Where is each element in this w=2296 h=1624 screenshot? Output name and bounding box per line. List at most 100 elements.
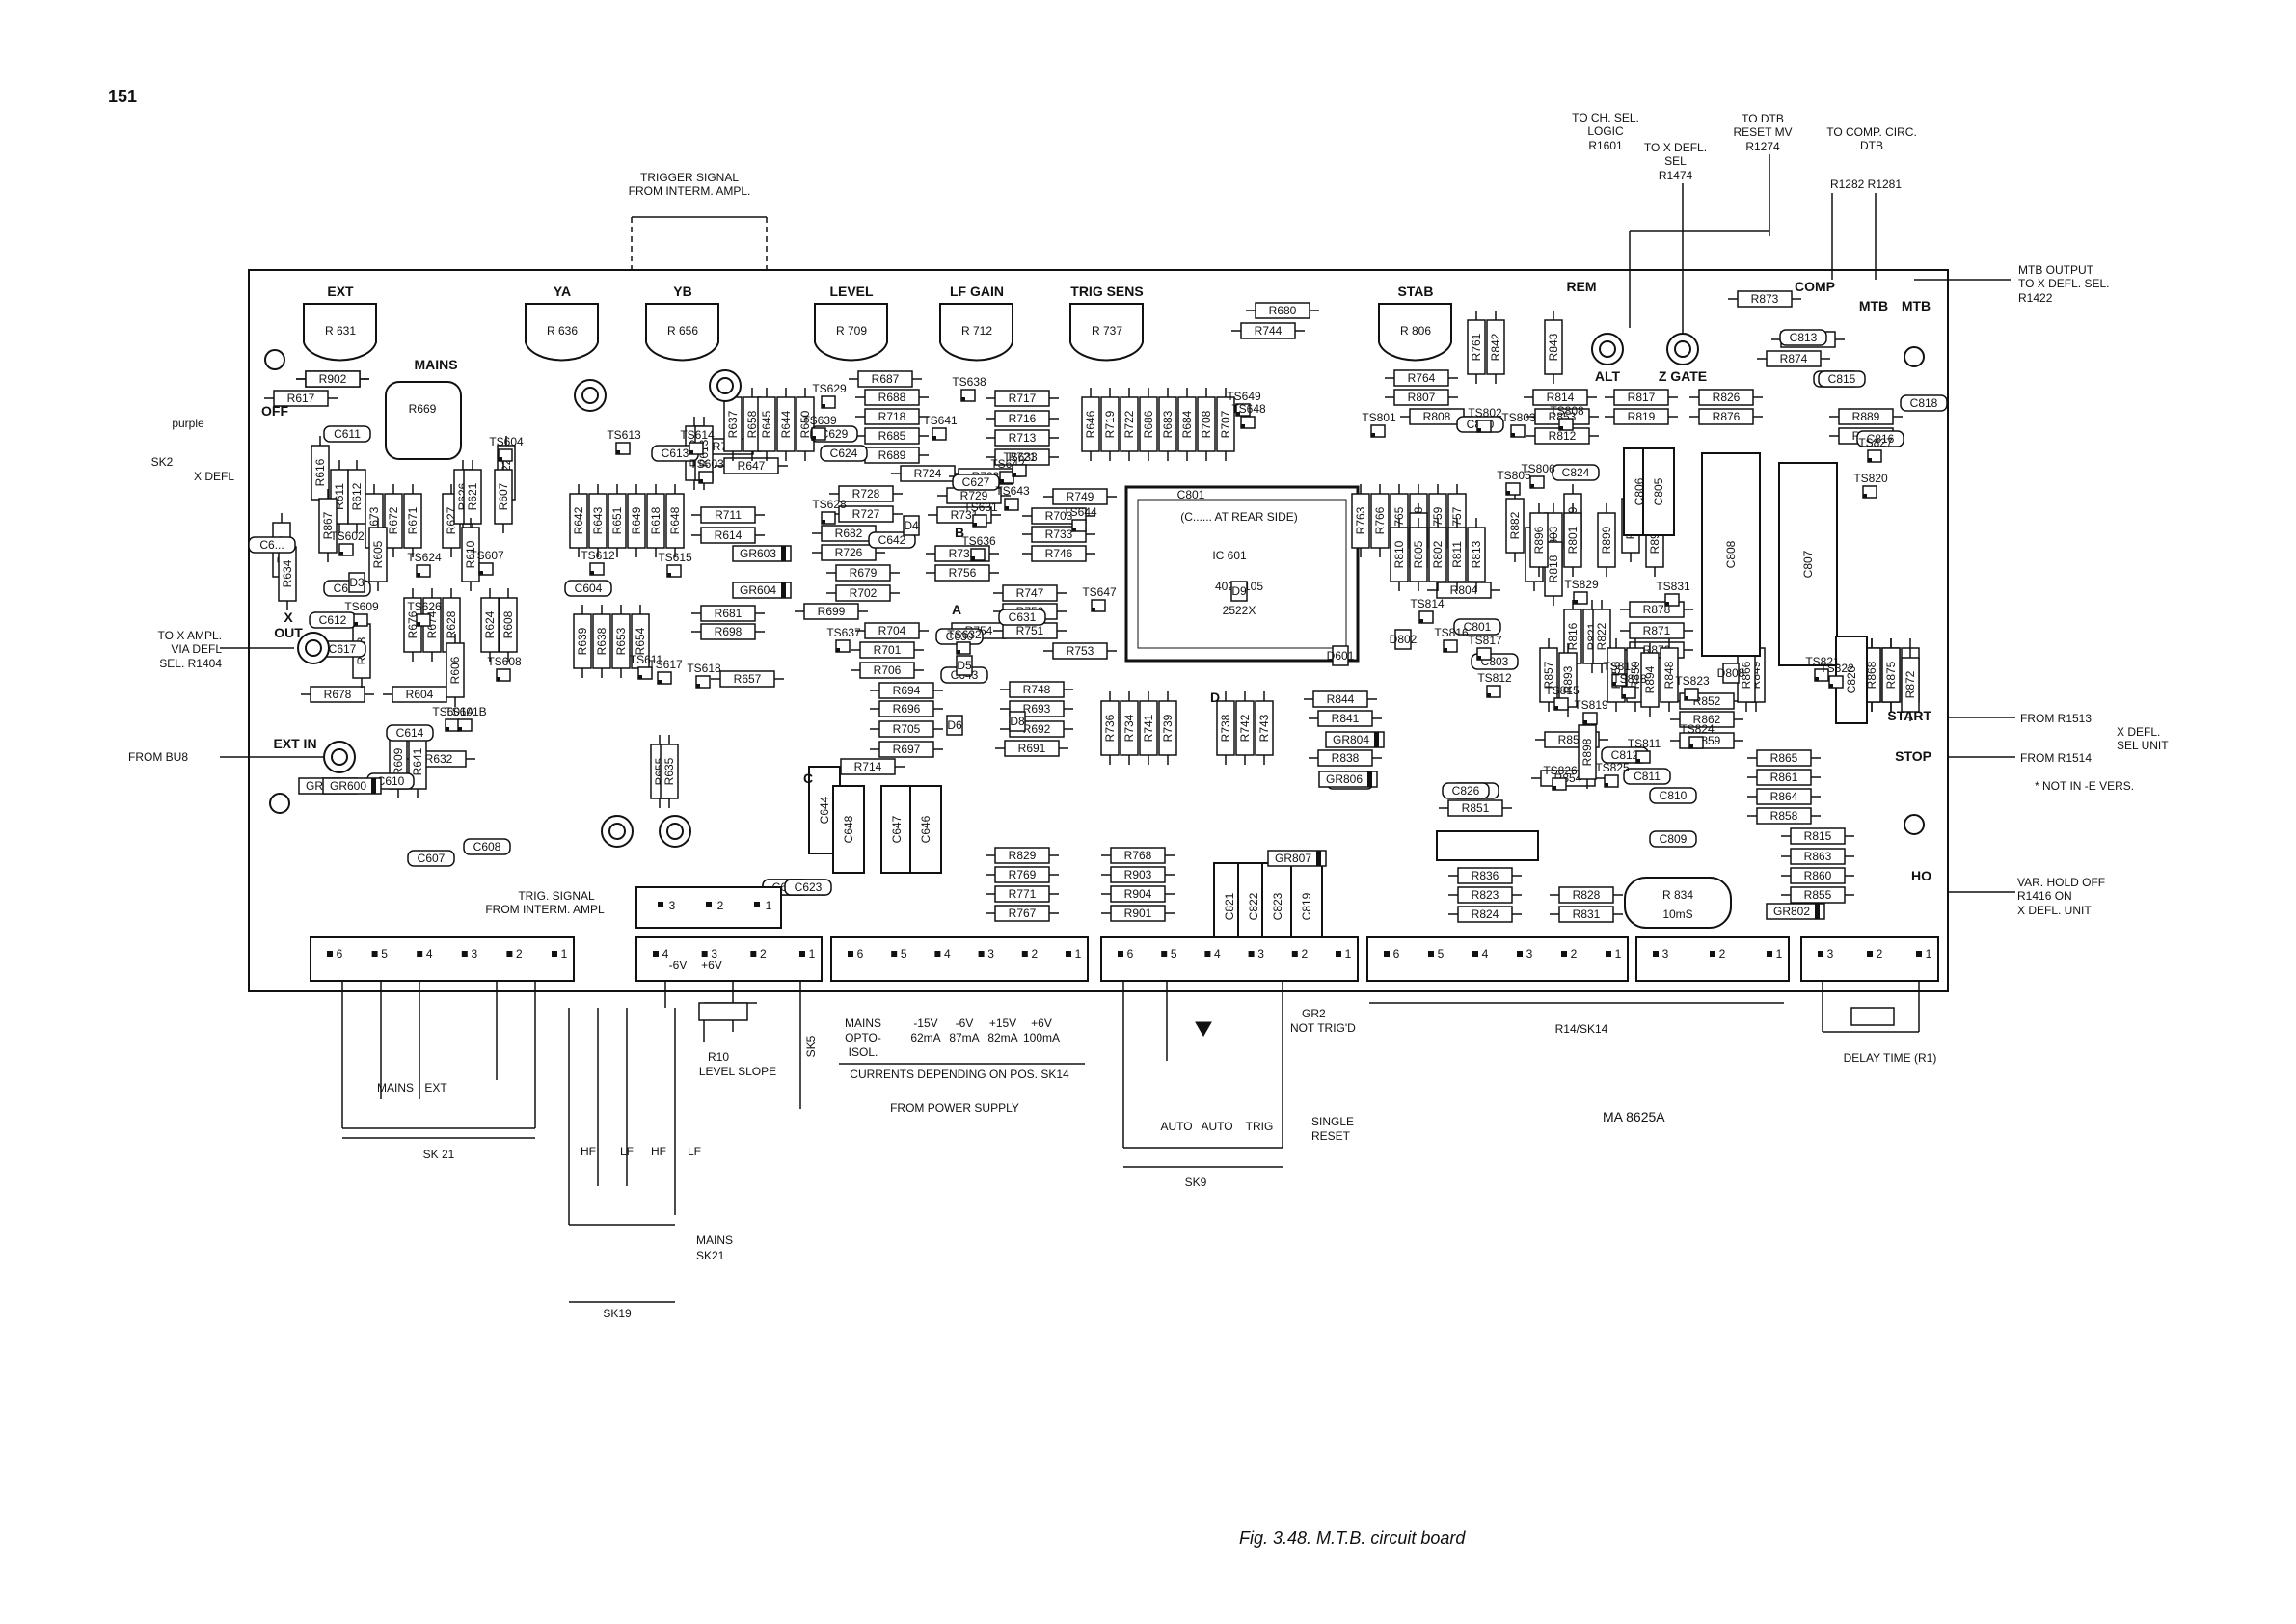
resistor-v-label-46: R686 <box>1142 410 1155 438</box>
capacitor-26 <box>909 785 942 874</box>
diode-band <box>1374 732 1379 747</box>
off-label: OFF <box>261 403 288 419</box>
transistor-label-43: TS812 <box>1477 671 1512 685</box>
transistor-label-10: TS613 <box>607 428 641 442</box>
resistor-h-label-11: R728 <box>852 487 880 501</box>
resistor-v-label-50: R707 <box>1219 410 1232 438</box>
supply-voltage-0: -15V <box>913 1016 937 1030</box>
transistor-marker <box>1636 759 1640 763</box>
ya-socket-top-inner <box>581 387 599 404</box>
r834-label: R 834 <box>1662 888 1693 902</box>
resistor-v-label-39: R658 <box>745 410 759 438</box>
connector-2-pin-2: 2 <box>1031 947 1038 961</box>
transistor-marker <box>1236 412 1240 416</box>
transistor-label-23: TS643 <box>995 484 1030 498</box>
to-ch-sel-line-3: R1601 <box>1588 138 1623 152</box>
connector-pin <box>1248 951 1255 957</box>
resistor-v-label-24: R642 <box>572 506 585 534</box>
resistor-h-label-92: R855 <box>1804 888 1832 902</box>
transistor-marker <box>1487 693 1491 697</box>
diode-17 <box>1722 663 1740 684</box>
resistor-h-label-66: R812 <box>1549 429 1577 443</box>
diode-label-14: D9 <box>1231 584 1247 598</box>
resistor-h-label-99: R769 <box>1009 868 1037 881</box>
resistor-v-label-17: R608 <box>501 610 515 638</box>
resistor-v-label-23: R641 <box>411 747 424 775</box>
transistor-marker <box>1072 528 1076 531</box>
capacitor-37 <box>1701 452 1761 657</box>
resistor-v-label-32: R639 <box>576 627 589 655</box>
z-gate-label: Z GATE <box>1659 368 1707 384</box>
resistor-h-label-46: R692 <box>1023 722 1051 736</box>
resistor-h-label-88: R858 <box>1770 809 1798 823</box>
transistor-label-30: TS644 <box>1063 505 1097 519</box>
resistor-v-label-80: R822 <box>1595 622 1608 650</box>
capacitor-24 <box>832 785 865 874</box>
var-hold-off-line-3: X DEFL. UNIT <box>2017 903 2092 917</box>
connector-1 <box>635 936 823 982</box>
ic-title: (C...... AT REAR SIDE) <box>1180 510 1298 524</box>
diode-4 <box>732 582 792 599</box>
resistor-v-label-28: R618 <box>649 506 662 534</box>
resistor-v-label-73: R805 <box>1412 540 1425 568</box>
resistor-h-label-56: R744 <box>1255 324 1283 338</box>
transistor-label-51: TS825 <box>1595 761 1630 774</box>
resistor-h-label-94: R823 <box>1472 888 1499 902</box>
connector-2-pin-3: 3 <box>987 947 994 961</box>
capacitor-label-40: C810 <box>1660 789 1688 802</box>
resistor-h-label-5: R687 <box>872 372 900 386</box>
resistor-v-label-6: R672 <box>387 506 400 534</box>
diode-label-13: D8 <box>1010 715 1025 728</box>
transistor-label-35: TS802 <box>1468 406 1502 420</box>
transistor-marker <box>1477 656 1481 660</box>
x-out-label-2: OUT <box>274 625 303 640</box>
connector-6 <box>1800 936 1939 982</box>
var-hold-off-line-2: R1416 ON <box>2017 889 2072 904</box>
resistor-v-label-18: R606 <box>448 656 462 684</box>
potentiometer-0 <box>303 303 377 362</box>
diode-7 <box>1267 850 1327 867</box>
diode-label-8: GR802 <box>1773 905 1810 918</box>
alt-label: ALT <box>1595 368 1621 384</box>
transistor-marker <box>1000 479 1004 483</box>
pot-header-3: LEVEL <box>829 284 874 299</box>
supply-current-2: 82mA <box>987 1031 1017 1044</box>
resistor-h-label-67: R814 <box>1547 391 1575 404</box>
to-comp-circ-line-1: TO COMP. CIRC. <box>1826 125 1917 139</box>
transistor-label-2: TS602 <box>330 529 365 543</box>
transistor-marker <box>1554 706 1558 710</box>
resistor-h-label-90: R863 <box>1804 850 1832 863</box>
connector-pin <box>506 951 513 957</box>
diode-label-16: D802 <box>1390 633 1418 646</box>
resistor-h-label-106: R902 <box>319 372 347 386</box>
resistor-v-label-38: R637 <box>726 410 740 438</box>
board-letter-D: D <box>1210 690 1220 705</box>
connector-4-pin-6: 6 <box>1393 947 1400 961</box>
transistor-label-58: TS827 <box>1858 436 1893 449</box>
trigger-signal-note: TRIGGER SIGNAL FROM INTERM. AMPL. <box>608 171 771 199</box>
to-ch-sel-note: TO CH. SEL. LOGIC R1601 <box>1567 111 1644 152</box>
transistor-label-13: TS612 <box>581 549 615 562</box>
ext-in-label: EXT IN <box>273 736 316 751</box>
resistor-h-label-48: R711 <box>715 508 742 522</box>
capacitor-label-13: C623 <box>795 880 823 894</box>
capacitor-label-38: C807 <box>1801 550 1815 578</box>
mtb-output-note: MTB OUTPUT TO X DEFL. SEL. R1422 <box>2018 263 2153 305</box>
connector-3 <box>1100 936 1359 982</box>
transistor-label-39: TS808 <box>1550 404 1584 418</box>
connector-2 <box>830 936 1089 982</box>
to-x-ampl-line-2: VIA DEFL <box>171 642 222 657</box>
diode-label-5: GR804 <box>1333 733 1369 746</box>
connector-3-pin-4: 4 <box>1214 947 1221 961</box>
resistor-v-label-101: R867 <box>321 511 335 539</box>
capacitor-46 <box>1856 430 1904 447</box>
connector-4-pin-2: 2 <box>1571 947 1578 961</box>
capacitor-label-50: C826 <box>1452 784 1480 798</box>
var-hold-off-note: VAR. HOLD OFF R1416 ON X DEFL. UNIT <box>2017 876 2143 917</box>
pot-label-3: R 709 <box>836 324 867 338</box>
r834-value: 10mS <box>1662 907 1692 921</box>
transistor-label-29: TS636 <box>961 534 996 548</box>
resistor-v-label-34: R653 <box>614 627 628 655</box>
resistor-h-label-100: R771 <box>1009 887 1037 901</box>
delay-time-label: DELAY TIME (R1) <box>1844 1051 1937 1065</box>
